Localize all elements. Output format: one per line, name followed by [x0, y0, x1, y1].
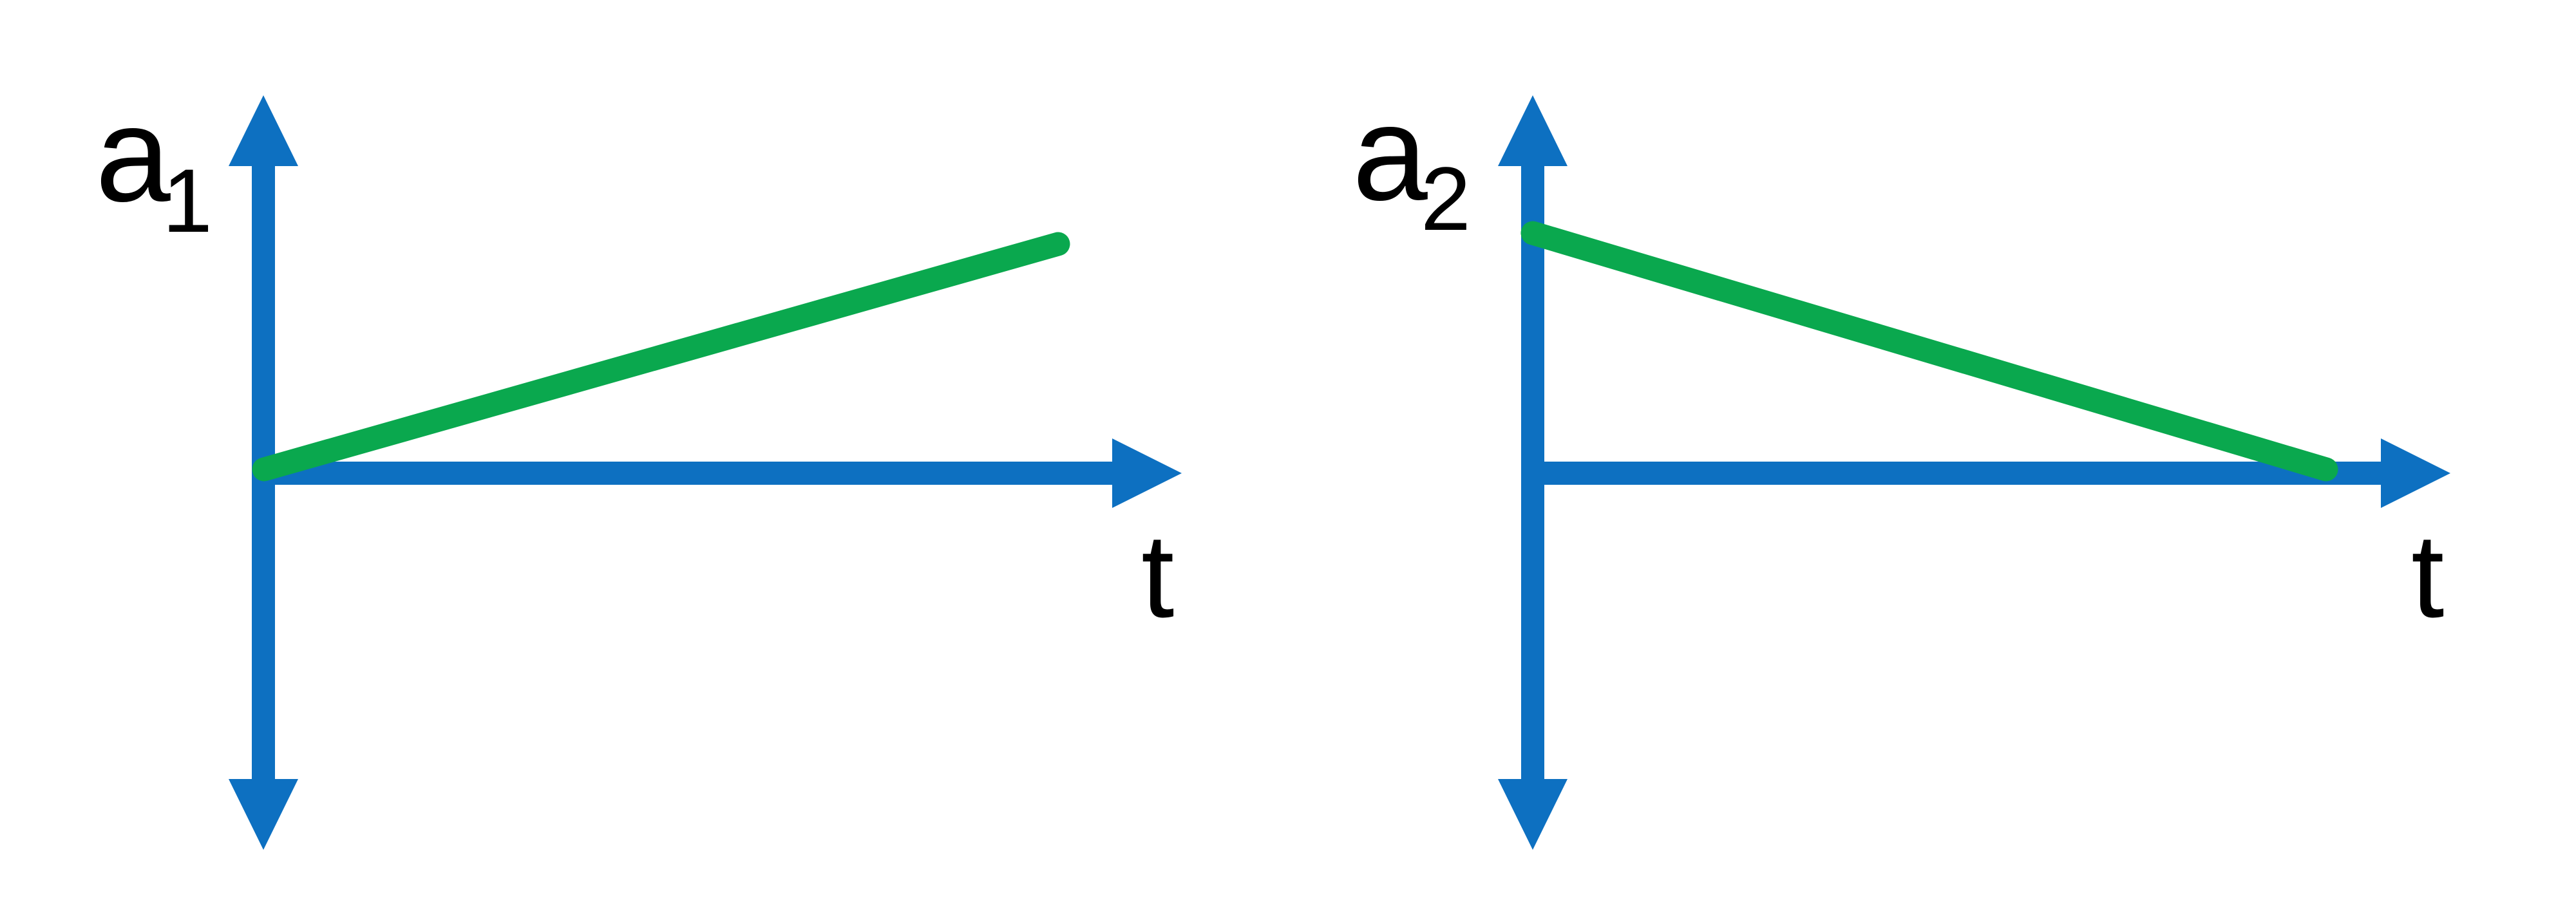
left-y-axis-label-subscript: 1: [162, 150, 213, 251]
right-y-axis-label: a: [1352, 77, 1428, 229]
left-curve-a1: [252, 232, 1070, 482]
right-curve-a2: [1520, 221, 2338, 482]
right-x-axis-right-arrowhead-icon: [2381, 438, 2450, 508]
left-y-axis-down-arrowhead-icon: [229, 779, 298, 850]
right-y-axis-label-subscript: 2: [1421, 148, 1471, 249]
right-x-axis-label: t: [2411, 510, 2444, 643]
right-y-axis-up-arrowhead-icon: [1498, 95, 1567, 166]
left-x-axis-right-arrowhead-icon: [1112, 438, 1182, 508]
left-x-axis-label: t: [1141, 510, 1174, 643]
left-plot: a 1 t: [95, 79, 1182, 850]
right-y-axis-down-arrowhead-icon: [1498, 779, 1567, 850]
right-plot: a 2 t: [1352, 77, 2450, 850]
left-y-axis-up-arrowhead-icon: [229, 95, 298, 166]
left-y-axis-label: a: [95, 79, 171, 230]
